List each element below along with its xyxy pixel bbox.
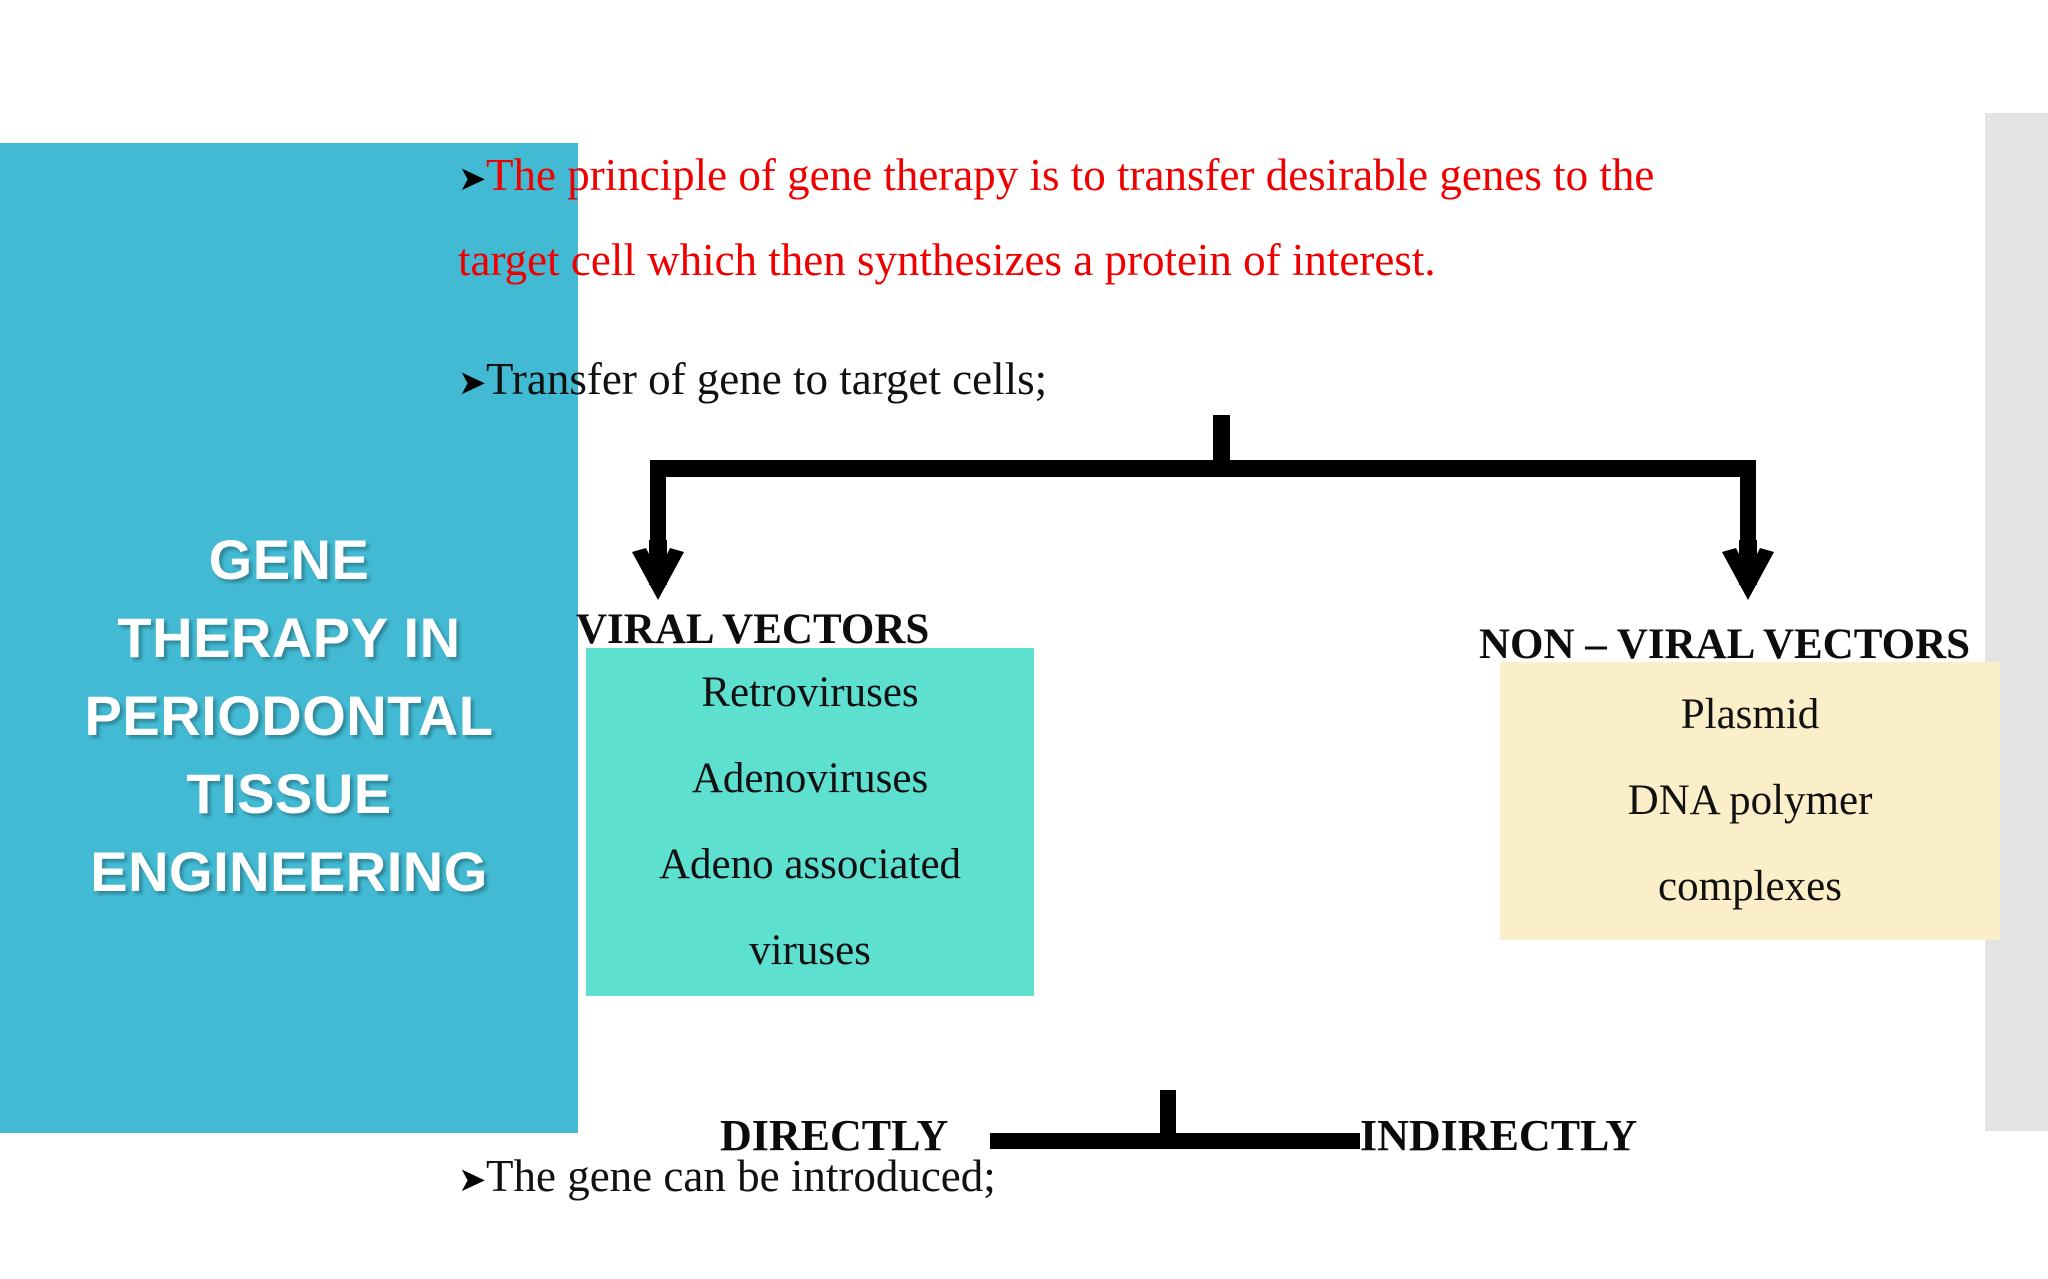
nonviral-item: DNA polymer — [1627, 777, 1873, 824]
page-title: GENE THERAPY IN PERIODONTAL TISSUE ENGIN… — [84, 528, 494, 903]
chevron-bullet-icon: ➤ — [458, 363, 487, 403]
viral-item: Adeno associated — [658, 841, 962, 888]
chevron-bullet-icon: ➤ — [458, 1160, 487, 1200]
branch-label-nonviral: NON – VIRAL VECTORS — [1479, 621, 1971, 668]
bullet-introduced-row: ➤The gene can be introduced; — [458, 1148, 1458, 1204]
viral-item: viruses — [749, 927, 871, 974]
title-sidebar: GENE THERAPY IN PERIODONTAL TISSUE ENGIN… — [0, 143, 578, 1133]
right-gray-band — [1985, 113, 2048, 1131]
bullet-introduced-text: The gene can be introduced; — [486, 1151, 996, 1201]
branch-label-viral: VIRAL VECTORS — [576, 606, 930, 653]
content-area: ➤The principle of gene therapy is to tra… — [458, 113, 1985, 1201]
method-label-directly: DIRECTLY — [720, 1111, 949, 1160]
bullet-transfer: ➤Transfer of gene to target cells; — [458, 351, 1458, 407]
viral-item: Retroviruses — [701, 669, 919, 716]
chevron-bullet-icon: ➤ — [458, 159, 487, 199]
bullet-principle-line1-row: ➤The principle of gene therapy is to tra… — [458, 133, 1838, 218]
viral-item: Adenoviruses — [691, 755, 929, 802]
bullet-principle-line2: target cell which then synthesizes a pro… — [458, 235, 1436, 285]
bullet-introduced: ➤The gene can be introduced; — [458, 1148, 1458, 1204]
bullet-principle: ➤The principle of gene therapy is to tra… — [458, 133, 1838, 303]
bullet-transfer-text: Transfer of gene to target cells; — [486, 354, 1048, 404]
bullet-principle-line1: The principle of gene therapy is to tran… — [486, 150, 1655, 200]
nonviral-item: Plasmid — [1680, 691, 1820, 738]
nonviral-vectors-panel: Plasmid DNA polymer complexes — [1500, 662, 2000, 940]
bullet-transfer-row: ➤Transfer of gene to target cells; — [458, 351, 1458, 407]
method-label-indirectly: INDIRECTLY — [1360, 1111, 1638, 1160]
viral-vectors-panel: Retroviruses Adenoviruses Adeno associat… — [586, 648, 1034, 996]
nonviral-item: complexes — [1658, 863, 1842, 910]
